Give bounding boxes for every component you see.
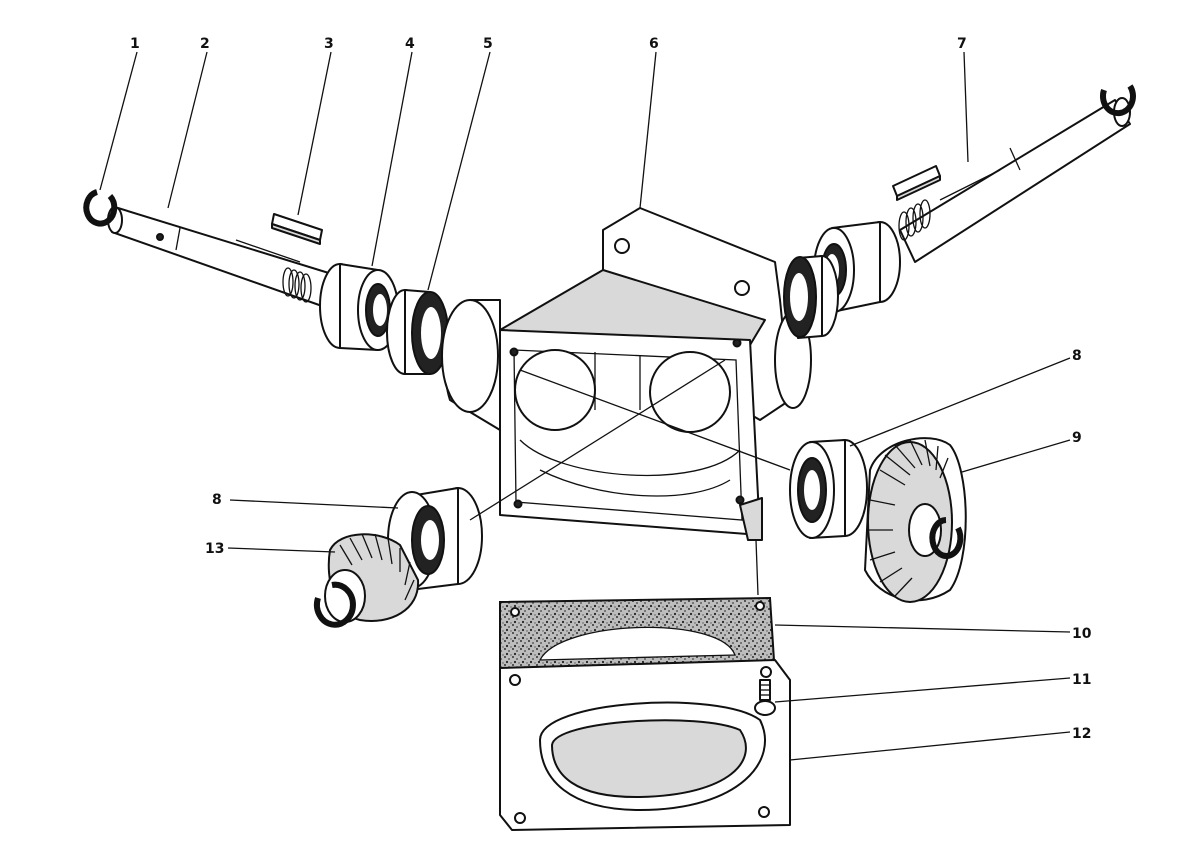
left-key [271, 213, 323, 245]
left-shaft [107, 206, 333, 307]
callout-6: 6 [649, 36, 659, 52]
screw [754, 679, 776, 716]
callout-10: 10 [1072, 626, 1092, 642]
left-bearing [319, 263, 399, 351]
callout-1: 1 [130, 36, 140, 52]
left-snap-ring [83, 189, 118, 227]
assembly-lines [469, 359, 791, 596]
right-key [892, 165, 941, 201]
callout-12: 12 [1072, 726, 1091, 742]
callout-3: 3 [324, 36, 334, 52]
callout-2: 2 [200, 36, 210, 52]
right-seal [783, 255, 839, 339]
pinion-gear [313, 533, 420, 628]
callout-11: 11 [1072, 672, 1091, 688]
right-bearing-8 [789, 439, 868, 539]
large-bevel-gear [864, 437, 967, 603]
callout-13: 13 [205, 541, 224, 557]
callout-9: 9 [1072, 430, 1082, 446]
left-bearing-8 [387, 487, 483, 591]
left-seal [386, 289, 449, 375]
gear-housing [441, 207, 812, 541]
callout-8-left: 8 [212, 492, 222, 508]
callout-7: 7 [957, 36, 967, 52]
callout-4: 4 [405, 36, 415, 52]
cover-plate [499, 659, 791, 831]
callout-8-right: 8 [1072, 348, 1082, 364]
callout-labels: 1 2 3 4 5 6 7 8 8 9 10 11 12 13 [130, 36, 1092, 742]
callout-5: 5 [483, 36, 493, 52]
right-snap-ring [1099, 84, 1136, 117]
leader-lines [99, 51, 1071, 761]
